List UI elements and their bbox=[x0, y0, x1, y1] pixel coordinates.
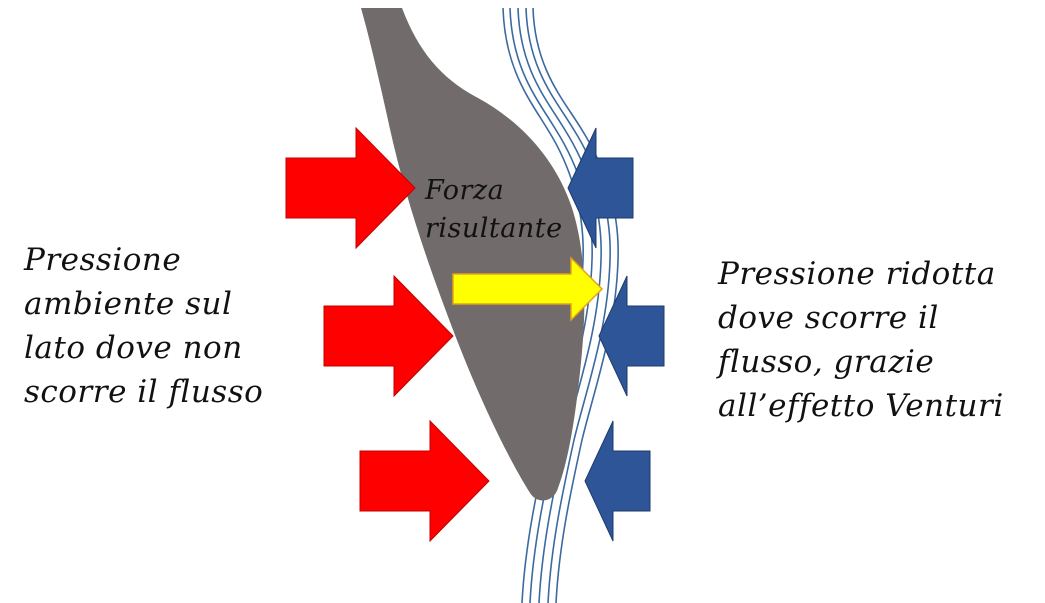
ambient-pressure-arrow-right-icon bbox=[359, 419, 490, 543]
flow-line bbox=[525, 7, 611, 603]
ambient-pressure-arrow-right-icon bbox=[285, 126, 416, 250]
reduced-pressure-arrow-left-icon bbox=[567, 127, 634, 249]
resultant-force-label-line: risultante bbox=[425, 213, 563, 244]
airfoil-body bbox=[361, 8, 585, 501]
reduced-pressure-arrows bbox=[567, 127, 665, 542]
ambient-pressure-label-line: scorre il flusso bbox=[24, 374, 264, 410]
ambient-pressure-label-line: ambiente sul bbox=[24, 286, 233, 322]
resultant-force-arrow-right-icon bbox=[452, 256, 604, 322]
reduced-pressure-label-line: Pressione ridotta bbox=[718, 256, 996, 292]
flow-line bbox=[532, 7, 619, 603]
resultant-force-label: Forza risultante bbox=[425, 172, 563, 248]
ambient-pressure-label-line: lato dove non bbox=[24, 330, 243, 366]
ambient-pressure-label: Pressione ambiente sul lato dove non sco… bbox=[24, 238, 263, 414]
reduced-pressure-label-line: flusso, grazie bbox=[718, 344, 935, 380]
reduced-pressure-arrow-left-icon bbox=[584, 420, 651, 542]
reduced-pressure-label: Pressione ridotta dove scorre il flusso,… bbox=[718, 252, 1004, 428]
ambient-pressure-arrows bbox=[285, 126, 490, 543]
ambient-pressure-arrow-right-icon bbox=[323, 274, 454, 398]
resultant-force-label-line: Forza bbox=[425, 175, 505, 206]
ambient-pressure-label-line: Pressione bbox=[24, 242, 182, 278]
reduced-pressure-arrow-left-icon bbox=[598, 275, 665, 397]
reduced-pressure-label-line: all’effetto Venturi bbox=[718, 388, 1004, 424]
reduced-pressure-label-line: dove scorre il bbox=[718, 300, 939, 336]
